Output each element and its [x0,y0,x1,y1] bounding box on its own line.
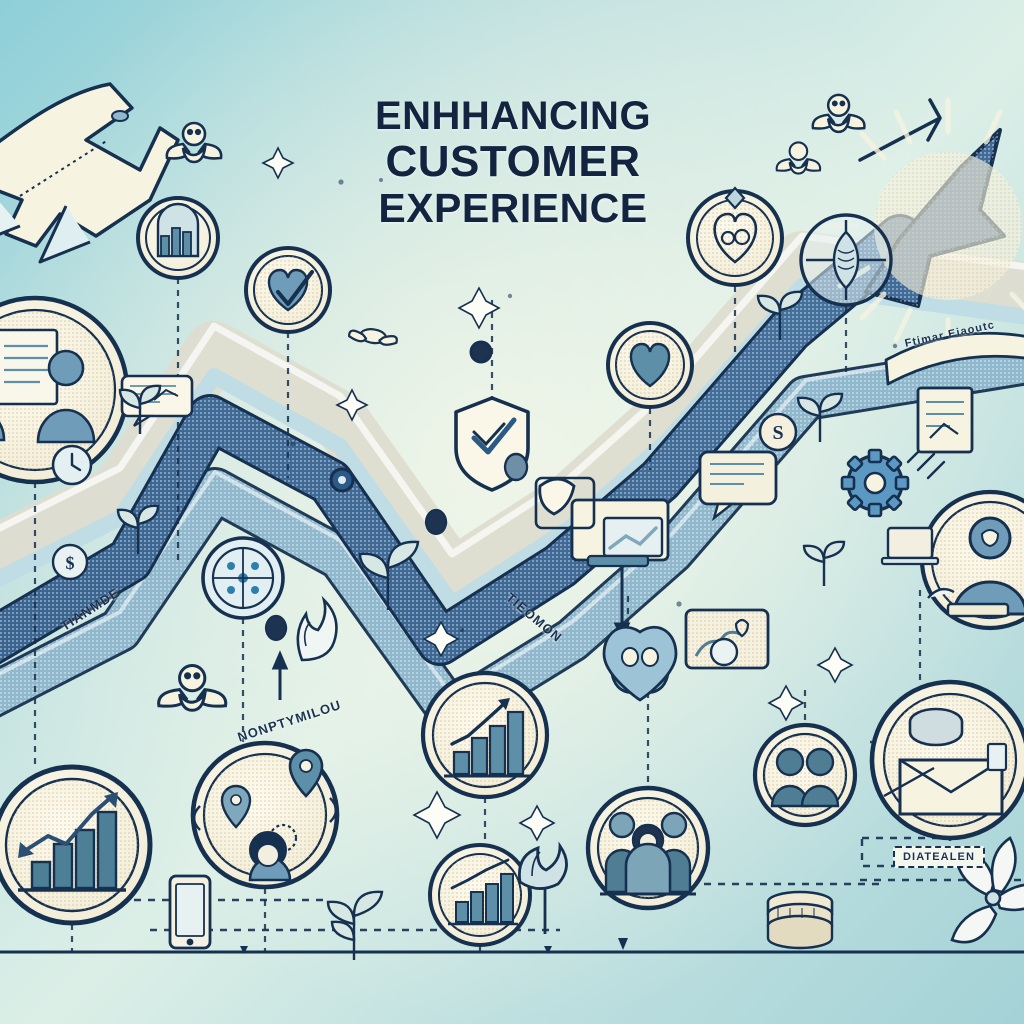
baseline [0,950,1024,954]
flame-leaf-icon [296,595,338,662]
people-document-icon [0,295,130,485]
heart-swirl-icon [686,186,784,287]
bird-icon-group [157,93,866,712]
bar-chart-icon [136,196,220,280]
confetti-dots [290,178,898,633]
speech-bubble-icon-right [698,450,778,522]
smartphone-icon [168,874,212,950]
envelope-payment-icon [869,679,1024,841]
sparkle-icon-group [261,146,854,842]
sunburst-icon [821,97,1024,355]
growth-chart-icon-small [428,843,532,947]
laptop-icon [880,526,940,566]
secondary-arrow-icon [858,98,942,162]
people-group-icon [585,785,711,911]
monitor-card-icon [534,476,670,568]
clock-icon [51,444,93,486]
baseline-arrow-markers [240,938,628,954]
growth-chart-icon-left [0,764,153,926]
airplane-icon [0,82,180,264]
person-at-desk-icon [919,489,1024,631]
document-icon [916,386,974,454]
growth-chart-icon-mid [420,670,550,800]
two-people-icon [752,722,858,828]
globe-icon [201,536,285,620]
label-dashed-box-right: DIATEALEN [893,846,986,868]
svg-text:S: S [772,422,783,444]
gear-icon [840,444,946,518]
path-node-markers [264,340,529,642]
banner-ribbon [884,331,1024,386]
leaf-sprout-group [116,290,846,960]
heart-eyes-icon [602,626,678,702]
coin-stack-icon [766,890,834,950]
dollar-coin-icon-right: S [758,412,798,452]
chat-card-icon [684,608,770,670]
svg-text:$: $ [66,553,75,573]
heart-check-icon [244,246,332,334]
compass-icon [799,213,893,307]
location-people-icon [190,740,340,890]
tulip-icon [518,841,568,934]
heart-icon [606,321,694,409]
dollar-coin-icon-left: $ [51,543,89,581]
